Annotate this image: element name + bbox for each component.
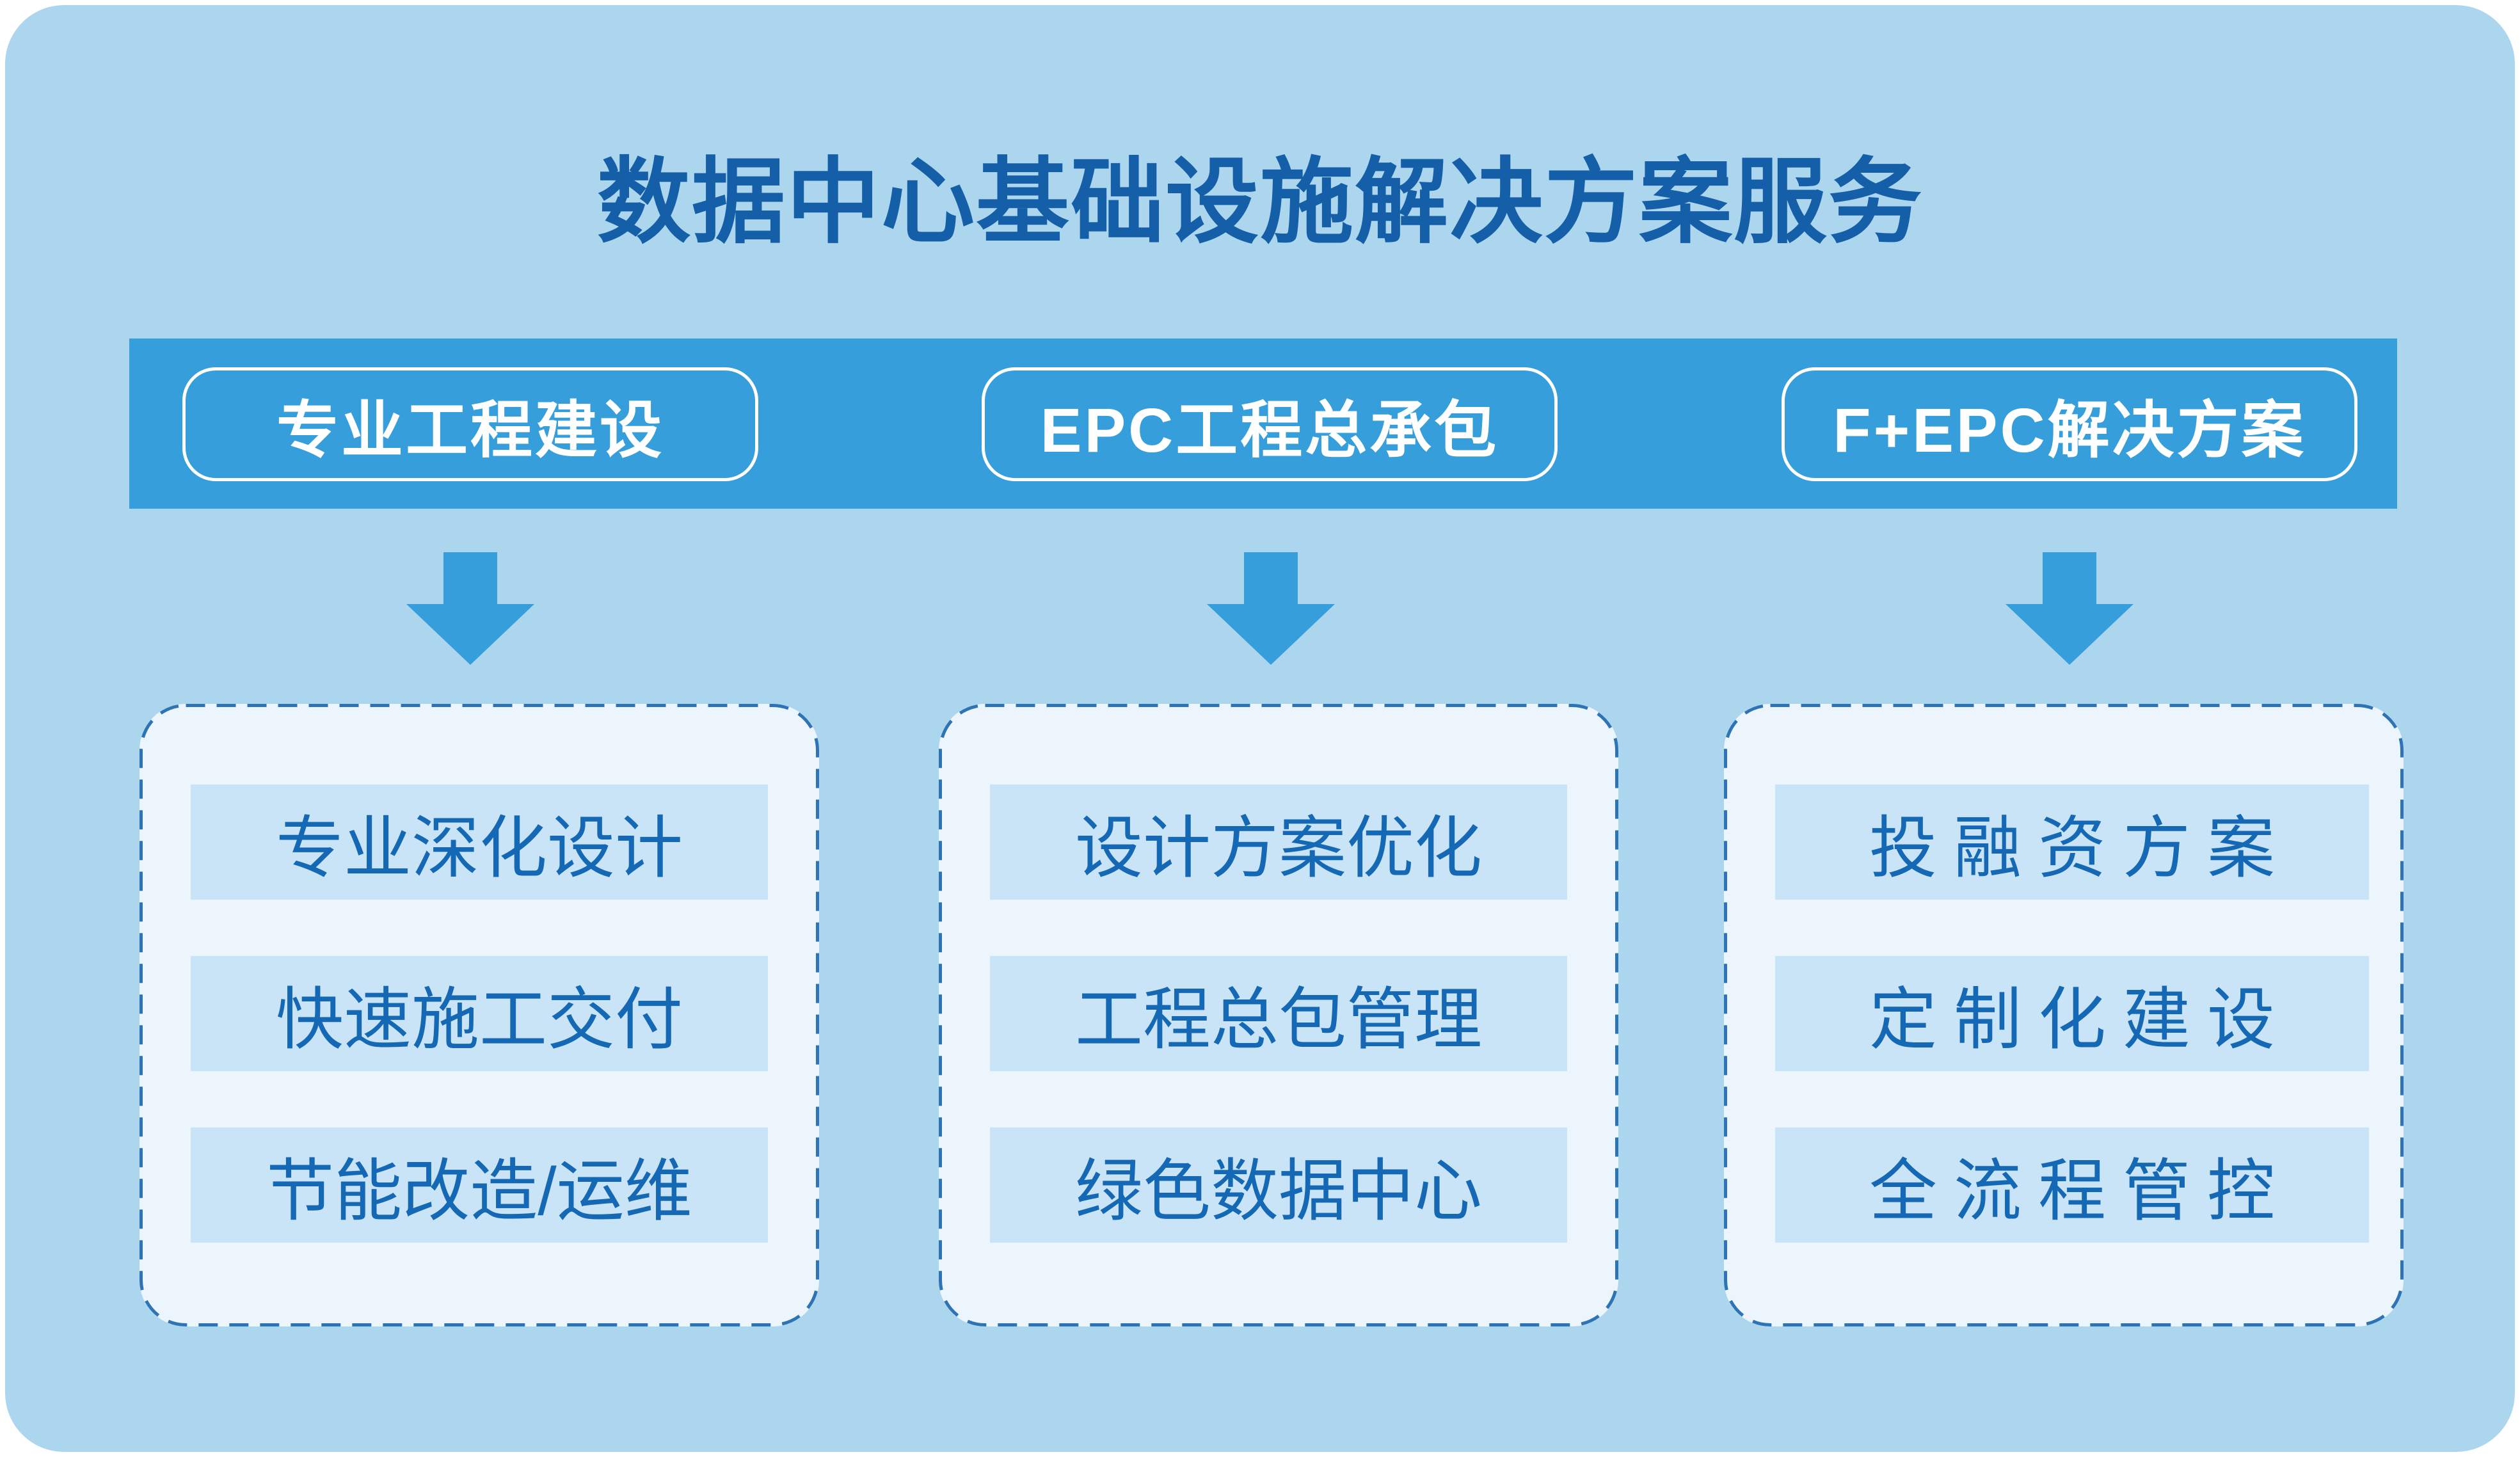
down-arrow-icon bbox=[406, 552, 534, 665]
solution-card: 数据中心基础设施解决方案服务 专业工程建设 EPC工程总承包 F+EPC解决方案… bbox=[5, 5, 2515, 1452]
tab-professional-engineering-label: 专业工程建设 bbox=[276, 395, 664, 465]
item-card: 工程总包管理 bbox=[990, 956, 1567, 1071]
diagram-title: 数据中心基础设施解决方案服务 bbox=[597, 150, 1923, 254]
item-card: 设计方案优化 bbox=[990, 784, 1567, 900]
panel-f-epc-solution: 投融资方案 定制化建设 全流程管控 bbox=[1724, 704, 2404, 1326]
tab-professional-engineering: 专业工程建设 bbox=[182, 367, 758, 481]
down-arrow-icon bbox=[2006, 552, 2133, 665]
item-card: 投融资方案 bbox=[1775, 784, 2369, 900]
tab-epc-contracting-label: EPC工程总承包 bbox=[1040, 395, 1499, 465]
tab-epc-contracting: EPC工程总承包 bbox=[982, 367, 1558, 481]
item-card: 定制化建设 bbox=[1775, 956, 2369, 1071]
item-card: 快速施工交付 bbox=[191, 956, 768, 1071]
panel-epc-contracting: 设计方案优化 工程总包管理 绿色数据中心 bbox=[939, 704, 1618, 1326]
item-card: 全流程管控 bbox=[1775, 1127, 2369, 1243]
item-card: 绿色数据中心 bbox=[990, 1127, 1567, 1243]
item-card: 节能改造/运维 bbox=[191, 1127, 768, 1243]
tab-f-epc-solution-label: F+EPC解决方案 bbox=[1833, 395, 2306, 465]
tab-f-epc-solution: F+EPC解决方案 bbox=[1782, 367, 2357, 481]
down-arrow-icon bbox=[1207, 552, 1335, 665]
item-card: 专业深化设计 bbox=[191, 784, 768, 900]
panel-professional-engineering: 专业深化设计 快速施工交付 节能改造/运维 bbox=[140, 704, 819, 1326]
